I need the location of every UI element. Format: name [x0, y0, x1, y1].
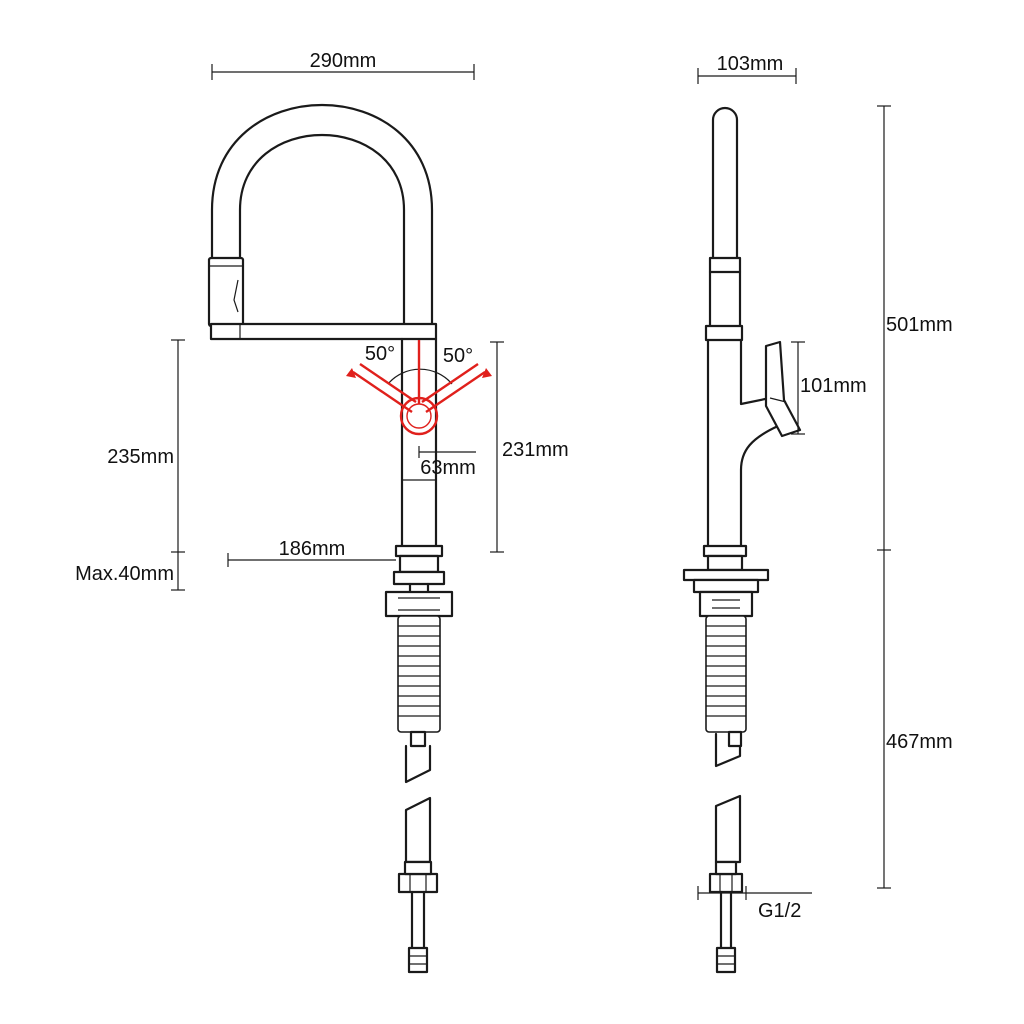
width-dimension: 290mm	[211, 50, 475, 80]
faucet-body	[384, 337, 454, 974]
front-view: 290mm	[75, 50, 569, 974]
deck-thickness-label: Max.40mm	[75, 563, 174, 585]
total-height-label: 501mm	[886, 314, 953, 336]
handle-height-label: 101mm	[800, 375, 867, 397]
reach-dimension: 186mm	[227, 538, 396, 567]
body-height-label: 231mm	[502, 439, 569, 461]
total-height-dimension: 501mm	[877, 105, 953, 551]
hose-length-label: 467mm	[886, 731, 953, 753]
handle-rotation-indicator: 50° 50°	[346, 340, 492, 436]
handle-offset-label: 63mm	[420, 457, 476, 479]
spout-height-label: 235mm	[107, 446, 174, 468]
reach-label: 186mm	[279, 538, 346, 560]
side-view: 103mm	[682, 53, 953, 974]
handle-offset-dimension: 63mm	[418, 446, 476, 479]
body-height-dimension: 231mm	[490, 341, 569, 553]
side-ribbing	[706, 625, 746, 717]
depth-label: 103mm	[717, 53, 784, 75]
deck-thickness-dimension: Max.40mm	[75, 552, 185, 591]
handle-height-dimension: 101mm	[791, 341, 867, 435]
handle-angle-left-label: 50°	[365, 343, 395, 365]
side-body	[682, 338, 802, 974]
connector-label: G1/2	[758, 900, 801, 922]
handle-angle-right-label: 50°	[443, 345, 473, 367]
connector-dimension: G1/2	[697, 886, 812, 922]
width-label: 290mm	[310, 50, 377, 72]
front-ribbing	[398, 625, 440, 717]
spout	[207, 104, 438, 341]
hose-length-dimension: 467mm	[877, 550, 953, 889]
spout-height-dimension: 235mm	[107, 339, 185, 553]
depth-dimension: 103mm	[697, 53, 797, 84]
side-spout	[704, 106, 744, 342]
